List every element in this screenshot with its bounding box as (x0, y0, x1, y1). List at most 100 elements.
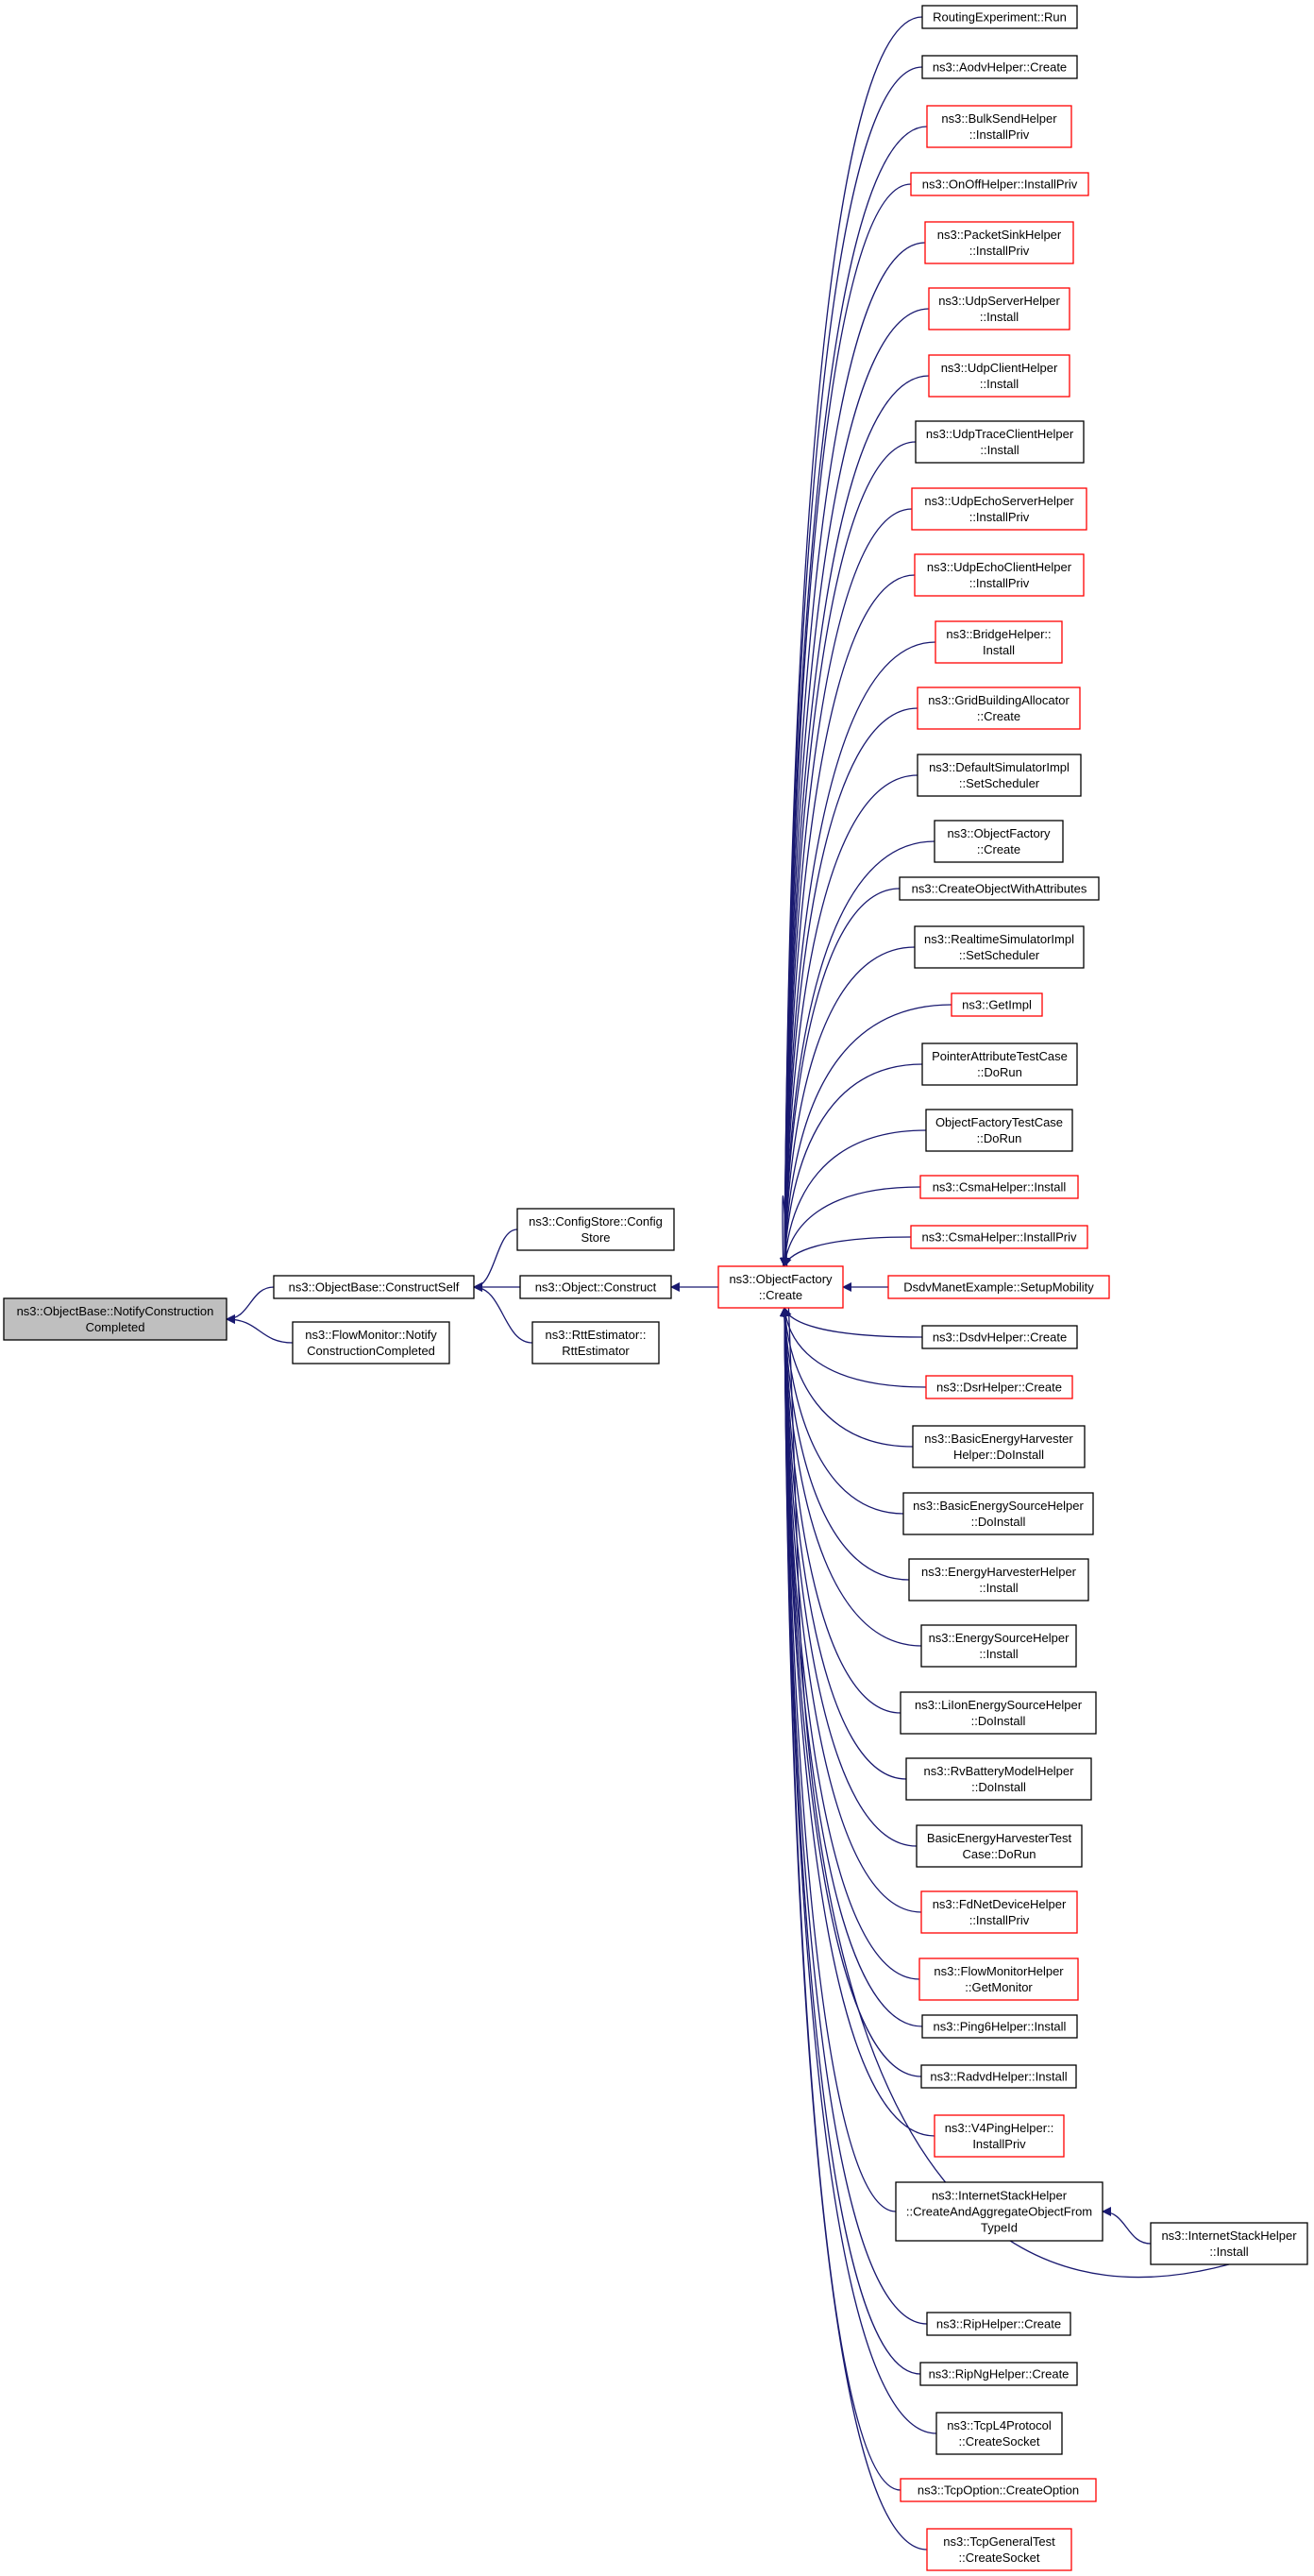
node-c38[interactable]: ns3::RipHelper::Create (926, 2312, 1071, 2336)
node-n2[interactable]: ns3::FlowMonitor::NotifyConstructionComp… (292, 1321, 450, 1364)
node-c42[interactable]: ns3::TcpGeneralTest::CreateSocket (926, 2528, 1072, 2571)
node-label: ::SetScheduler (959, 948, 1040, 962)
node-c8[interactable]: ns3::UdpEchoServerHelper::InstallPriv (911, 487, 1087, 531)
node-c21[interactable]: DsdvManetExample::SetupMobility (887, 1275, 1110, 1299)
node-box (951, 992, 1043, 1017)
node-label: ::Create (759, 1288, 802, 1302)
node-label: ::Create (977, 709, 1020, 723)
node-c32[interactable]: ns3::FlowMonitorHelper::GetMonitor (918, 1957, 1079, 2001)
node-c29[interactable]: ns3::RvBatteryModelHelper::DoInstall (905, 1757, 1092, 1801)
node-label: DsdvManetExample::SetupMobility (903, 1280, 1094, 1295)
node-label: ns3::DsdvHelper::Create (933, 1330, 1067, 1345)
node-label: ::CreateSocket (959, 2551, 1040, 2565)
node-c26[interactable]: ns3::EnergyHarvesterHelper::Install (908, 1558, 1089, 1602)
node-c6[interactable]: ns3::UdpClientHelper::Install (928, 354, 1070, 398)
edge-c22-to-n6 (783, 1307, 923, 1338)
node-c37[interactable]: ns3::InternetStackHelper::Install (1150, 2222, 1308, 2265)
node-label: Helper::DoInstall (953, 1448, 1044, 1462)
node-c1[interactable]: ns3::AodvHelper::Create (921, 55, 1078, 79)
node-c9[interactable]: ns3::UdpEchoClientHelper::InstallPriv (914, 553, 1085, 597)
node-c25[interactable]: ns3::BasicEnergySourceHelper::DoInstall (902, 1492, 1094, 1535)
node-c0[interactable]: RoutingExperiment::Run (921, 5, 1078, 29)
node-label: ns3::ObjectFactory (947, 826, 1051, 840)
node-c19[interactable]: ns3::CsmaHelper::Install (919, 1175, 1079, 1199)
node-c36[interactable]: ns3::InternetStackHelper::CreateAndAggre… (895, 2181, 1103, 2242)
node-label: ns3::UdpServerHelper (938, 294, 1060, 308)
node-label: ns3::UdpEchoClientHelper (927, 560, 1072, 574)
node-c33[interactable]: ns3::Ping6Helper::Install (921, 2014, 1078, 2039)
node-box (273, 1275, 475, 1299)
edge-c11-to-n6 (780, 707, 918, 1267)
node-box (926, 2312, 1071, 2336)
node-c24[interactable]: ns3::BasicEnergyHarvesterHelper::DoInsta… (912, 1425, 1086, 1468)
node-c3[interactable]: ns3::OnOffHelper::InstallPriv (910, 172, 1089, 196)
node-c40[interactable]: ns3::TcpL4Protocol::CreateSocket (935, 2412, 1063, 2455)
edge-c41-to-n6 (780, 1307, 901, 2491)
node-c13[interactable]: ns3::ObjectFactory::Create (934, 820, 1064, 863)
node-label: ::DoInstall (971, 1515, 1026, 1529)
node-c4[interactable]: ns3::PacketSinkHelper::InstallPriv (924, 221, 1074, 264)
node-c27[interactable]: ns3::EnergySourceHelper::Install (920, 1624, 1077, 1668)
node-label: ObjectFactoryTestCase (935, 1115, 1063, 1129)
node-box (895, 2181, 1103, 2242)
edge-c29-to-n6 (780, 1307, 907, 1780)
node-c10[interactable]: ns3::BridgeHelper::Install (935, 620, 1063, 664)
edge-c16-to-n6 (780, 1004, 952, 1267)
node-c15[interactable]: ns3::RealtimeSimulatorImpl::SetScheduler (914, 925, 1085, 969)
node-box (911, 487, 1087, 531)
node-box (902, 1492, 1094, 1535)
node-box (914, 553, 1085, 597)
node-label: Store (581, 1230, 610, 1245)
node-c11[interactable]: ns3::GridBuildingAllocator::Create (917, 686, 1081, 730)
node-c7[interactable]: ns3::UdpTraceClientHelper::Install (915, 420, 1085, 464)
node-box (905, 1757, 1092, 1801)
node-box (915, 420, 1085, 464)
node-box (925, 1109, 1073, 1152)
node-c16[interactable]: ns3::GetImpl (951, 992, 1043, 1017)
node-c31[interactable]: ns3::FdNetDeviceHelper::InstallPriv (920, 1890, 1078, 1934)
node-c41[interactable]: ns3::TcpOption::CreateOption (900, 2478, 1097, 2502)
node-c23[interactable]: ns3::DsrHelper::Create (925, 1375, 1073, 1399)
node-c35[interactable]: ns3::V4PingHelper::InstallPriv (934, 2114, 1065, 2158)
node-label: ns3::DsrHelper::Create (936, 1381, 1062, 1395)
edge-c4-to-n6 (780, 242, 926, 1267)
node-c17[interactable]: PointerAttributeTestCase::DoRun (921, 1042, 1078, 1086)
node-label: RoutingExperiment::Run (933, 10, 1067, 25)
node-n5[interactable]: ns3::RttEstimator::RttEstimator (531, 1321, 660, 1364)
node-n6[interactable]: ns3::ObjectFactory::Create (717, 1265, 844, 1309)
node-n0[interactable]: ns3::ObjectBase::NotifyConstructionCompl… (3, 1297, 227, 1341)
node-c39[interactable]: ns3::RipNgHelper::Create (919, 2362, 1078, 2386)
node-box (916, 1824, 1083, 1868)
node-c12[interactable]: ns3::DefaultSimulatorImpl::SetScheduler (917, 754, 1082, 797)
node-c2[interactable]: ns3::BulkSendHelper::InstallPriv (926, 105, 1072, 148)
node-box (921, 2014, 1078, 2039)
node-n1[interactable]: ns3::ObjectBase::ConstructSelf (273, 1275, 475, 1299)
node-c14[interactable]: ns3::CreateObjectWithAttributes (899, 876, 1100, 901)
edge-c30-to-n6 (780, 1307, 918, 1847)
node-label: ::SetScheduler (959, 776, 1040, 790)
node-c22[interactable]: ns3::DsdvHelper::Create (921, 1325, 1078, 1349)
node-c5[interactable]: ns3::UdpServerHelper::Install (928, 287, 1070, 330)
edge-c38-to-n6 (780, 1307, 928, 2325)
node-label: PointerAttributeTestCase (932, 1049, 1068, 1063)
node-n3[interactable]: ns3::ConfigStore::ConfigStore (516, 1208, 675, 1251)
node-c18[interactable]: ObjectFactoryTestCase::DoRun (925, 1109, 1073, 1152)
edge-n1-to-n0 (226, 1286, 275, 1324)
node-c20[interactable]: ns3::CsmaHelper::InstallPriv (910, 1225, 1088, 1249)
node-label: ns3::BridgeHelper:: (946, 627, 1051, 641)
node-c34[interactable]: ns3::RadvdHelper::Install (920, 2064, 1077, 2089)
node-box (920, 2064, 1077, 2089)
node-box (919, 2362, 1078, 2386)
edge-c28-to-n6 (780, 1307, 901, 1714)
edge-c17-to-n6 (780, 1063, 923, 1267)
node-box (531, 1321, 660, 1364)
node-n4[interactable]: ns3::Object::Construct (519, 1275, 672, 1299)
node-c28[interactable]: ns3::LiIonEnergySourceHelper::DoInstall (900, 1691, 1097, 1735)
node-box (900, 1691, 1097, 1735)
node-label: ns3::BulkSendHelper (941, 111, 1057, 126)
edge-c12-to-n6 (780, 774, 918, 1267)
node-label: ::InstallPriv (969, 1913, 1030, 1927)
node-label: ns3::BasicEnergyHarvester (924, 1432, 1073, 1446)
